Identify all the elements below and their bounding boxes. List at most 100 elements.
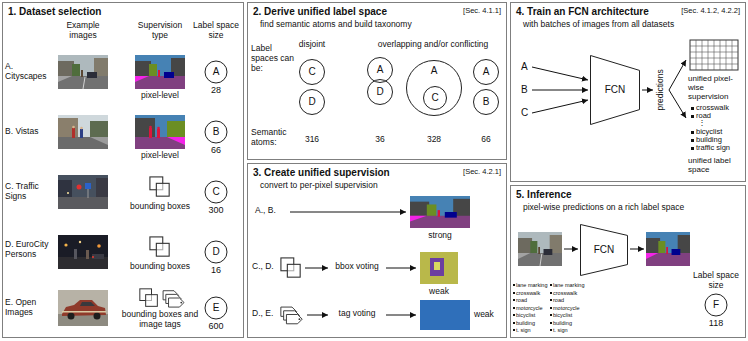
label-text: bbox voting [331,262,383,272]
segmentation-map [410,196,470,228]
label-set-circle: C [299,59,325,85]
label-text: road [553,297,587,303]
bbox-icon [150,237,169,256]
circle-outline [474,90,499,115]
dataset-letter: F [701,299,731,311]
dataset-letter: D [367,86,393,98]
panel-subtitle: find semantic atoms and build taxonomy [260,20,412,30]
arrow [290,212,416,315]
label-text: pixel-level [125,91,195,101]
segmentation-map [646,232,690,266]
arrow [532,67,588,80]
section-ref: [Sec. 4.1.1] [463,7,501,16]
arrow [630,249,644,250]
label-text: bounding boxes [125,262,195,272]
dataset-letter: D [299,96,325,108]
dataset-letter: C [201,186,231,198]
panel-heading: 2. Derive unified label space [253,6,387,18]
panel-heading: 3. Create unified supervision [253,167,390,179]
cityscapes-photo [58,55,108,89]
arrow [532,90,588,91]
dataset-letter: A [473,66,499,78]
label-text: t. sign [516,327,550,333]
list-bullet [550,314,552,316]
label-text: C [521,107,535,119]
bbox-icon [281,258,300,277]
label-text: unified label space [688,156,744,174]
arrow [386,268,416,269]
fcn-block: FCN [590,55,640,125]
label-text: B. Vistas [5,127,55,137]
circle-outline [300,60,325,85]
list-bullet [513,307,515,309]
list-bullet [550,284,552,286]
label-text: C. Traffic Signs [5,182,55,202]
label-space-size: 66 [201,145,231,155]
supervision-illustration [281,196,470,330]
bbox-icon [150,177,169,196]
vistas-photo [58,115,108,149]
label-set-circle: D [299,89,325,115]
bbox-voting-result [434,262,440,270]
label-text: D. EuroCity Persons [5,240,55,260]
open-images-photo [58,290,108,326]
list-bullet [691,107,694,110]
circle-outline [424,87,447,110]
dataset-letter: B [473,96,499,108]
trapezoid-outline [591,56,640,125]
pixel-grid [690,40,738,70]
label-text: motorcycle [516,305,550,311]
circle-outline [368,58,393,83]
arrow [669,60,686,90]
label-text: Label space size [688,271,744,291]
label-text: lane marking [553,282,587,288]
list-bullet [513,284,515,286]
label-space-circle: B 66 [201,120,231,158]
list-bullet [550,292,552,294]
section-ref: [Sec. 4.1.2, 4.2.2] [681,7,740,16]
label-text: E. Open Images [5,298,55,318]
bbox-voting-result [430,258,444,276]
arrow [307,315,328,316]
list-bullet [691,115,694,118]
traffic-signs-photo [58,175,108,209]
label-text: building [553,320,587,326]
list-bullet [691,139,694,142]
label-text: Example images [55,21,111,41]
segmentation-map [135,115,185,149]
label-text: 316 [297,135,327,145]
arrow [290,212,406,213]
panel-subtitle: convert to per-pixel supervision [260,181,378,191]
label-text: t. sign [553,327,587,333]
label-text: B [521,84,535,96]
panel-heading: 1. Dataset selection [8,6,101,18]
label-text: A., B. [255,206,287,216]
bbox-icon [140,289,158,307]
list-bullet [513,292,515,294]
dataset-letter: C [423,92,447,104]
label-space-size: 600 [201,321,231,331]
label-text: 66 [471,135,501,145]
bbox-voting-result [420,252,458,284]
tag-icon [163,291,184,307]
dataset-letter: D [201,246,231,258]
arrow [386,315,416,316]
list-bullet [513,299,515,301]
list-bullet [691,147,694,150]
label-text: C., D. [252,262,280,272]
dataset-letter: B [201,126,231,138]
list-bullet [691,131,694,134]
circle-outline [300,90,325,115]
label-text: A [521,61,535,73]
arrow [305,268,328,269]
panel-subtitle: pixel-wise predictions on a rich label s… [523,203,684,213]
arrow [642,90,653,91]
label-space-size: 300 [201,205,231,215]
tag-voting-result [420,300,470,330]
dataset-letter: E [201,302,231,314]
label-text: D., E. [252,309,280,319]
label-text: bounding boxes and image tags [120,310,200,330]
label-set-circle: D [367,79,393,105]
label-set-circle: AC [406,60,462,116]
list-bullet [513,314,515,316]
